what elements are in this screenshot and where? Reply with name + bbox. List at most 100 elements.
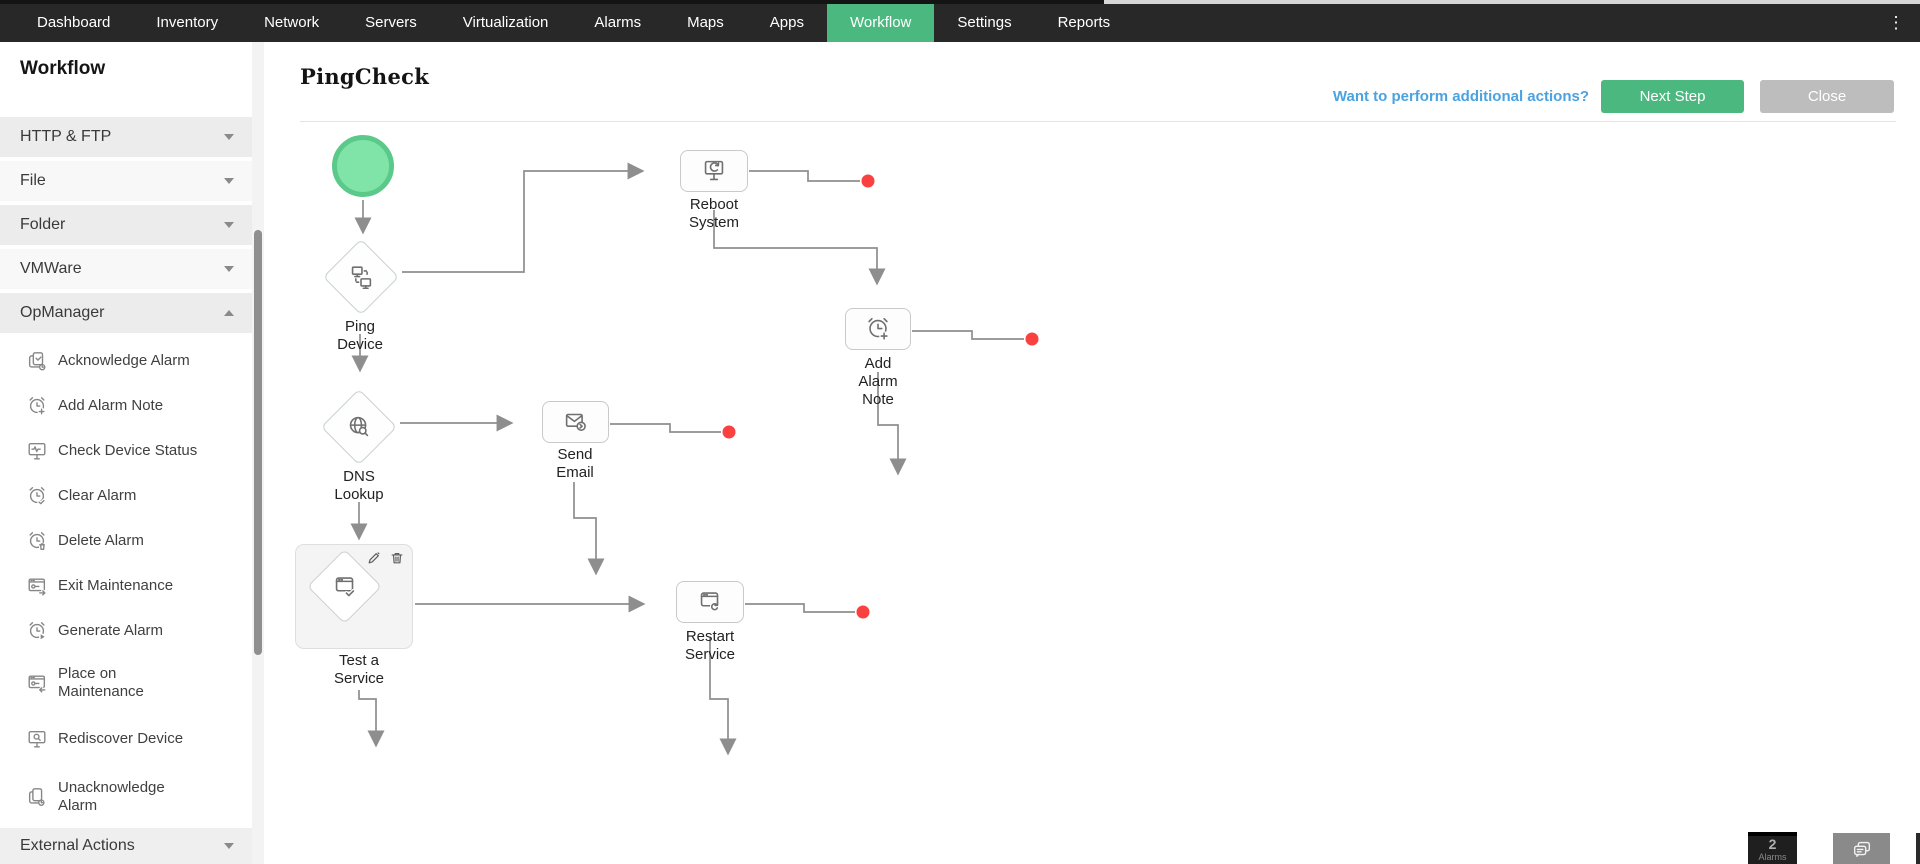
node-label-reboot-system: Reboot System xyxy=(688,196,739,231)
node-label-restart-service: Restart Service xyxy=(684,628,736,663)
alarm-count-widget[interactable]: 2 Alarms xyxy=(1748,832,1797,864)
send-email-icon xyxy=(561,407,591,437)
sidebar-item-label: Acknowledge Alarm xyxy=(58,351,190,369)
sidebar-title: Workflow xyxy=(20,58,106,79)
restart-service-icon xyxy=(695,587,725,617)
generate-alarm-icon xyxy=(26,620,48,642)
additional-actions-link[interactable]: Want to perform additional actions? xyxy=(1332,88,1589,105)
place-on-maintenance-icon xyxy=(26,672,48,694)
workflow-name-title: PingCheck xyxy=(300,64,430,89)
nav-tab-workflow[interactable]: Workflow xyxy=(826,4,935,42)
endpoint-dot[interactable] xyxy=(856,605,870,619)
node-reboot-system[interactable] xyxy=(680,150,748,192)
sidebar-category-external-actions[interactable]: External Actions xyxy=(0,828,252,864)
unacknowledge-alarm-icon xyxy=(26,786,48,808)
sidebar-category-http-ftp[interactable]: HTTP & FTP xyxy=(0,117,252,157)
sidebar-item-add-alarm-note[interactable]: Add Alarm Note xyxy=(0,383,252,428)
sidebar-item-acknowledge-alarm[interactable]: Acknowledge Alarm xyxy=(0,338,252,383)
sidebar-category-vmware[interactable]: VMWare xyxy=(0,249,252,289)
node-tools xyxy=(367,551,404,565)
node-test-a-service-selected[interactable] xyxy=(295,544,413,649)
sidebar-item-label: Generate Alarm xyxy=(58,621,164,639)
nav-tab-servers[interactable]: Servers xyxy=(365,14,417,31)
sidebar-item-unacknowledge-alarm[interactable]: Unacknowledge Alarm xyxy=(0,765,252,828)
node-label-test-a-service: Test a Service xyxy=(333,652,385,687)
nav-tab-maps[interactable]: Maps xyxy=(687,14,724,31)
add-alarm-note-icon xyxy=(26,395,48,417)
connector-sendemail-down xyxy=(573,482,605,576)
acknowledge-alarm-icon xyxy=(26,350,48,372)
workflow-canvas[interactable]: PingCheck Want to perform additional act… xyxy=(264,42,1920,864)
sidebar-item-label: Place on Maintenance xyxy=(58,664,144,700)
category-label: Folder xyxy=(20,216,66,233)
check-device-status-icon xyxy=(26,440,48,462)
sidebar-scrollbar-thumb[interactable] xyxy=(254,230,262,655)
alarm-count-caption: Alarms xyxy=(1758,852,1787,862)
sidebar-item-label: Clear Alarm xyxy=(58,486,137,504)
nav-tab-dashboard[interactable]: Dashboard xyxy=(37,14,111,31)
sidebar-item-check-device-status[interactable]: Check Device Status xyxy=(0,428,252,473)
nav-tab-apps[interactable]: Apps xyxy=(769,14,804,31)
edit-pencil-icon[interactable] xyxy=(367,551,381,565)
nav-tab-inventory[interactable]: Inventory xyxy=(156,14,219,31)
sidebar-item-clear-alarm[interactable]: Clear Alarm xyxy=(0,473,252,518)
nav-tab-network[interactable]: Network xyxy=(264,14,320,31)
node-start[interactable] xyxy=(332,135,394,197)
node-label-ping-device: Ping Device xyxy=(337,318,383,353)
nav-tab-reports[interactable]: Reports xyxy=(1057,14,1111,31)
kebab-menu-icon[interactable]: ⋮ xyxy=(1887,13,1905,32)
connector-ping-to-reboot xyxy=(402,162,645,273)
node-label-add-alarm-note: Add Alarm Note xyxy=(858,355,898,408)
sidebar-item-label: Check Device Status xyxy=(58,441,198,459)
category-label: File xyxy=(20,172,46,189)
viewport-edge-sliver xyxy=(1916,833,1920,864)
sidebar-item-delete-alarm[interactable]: Delete Alarm xyxy=(0,518,252,563)
top-navigation: Dashboard Inventory Network Servers Virt… xyxy=(0,4,1920,42)
sidebar-item-label: Delete Alarm xyxy=(58,531,144,549)
chevron-down-icon xyxy=(224,178,234,184)
node-restart-service[interactable] xyxy=(676,581,744,623)
node-add-alarm-note[interactable] xyxy=(845,308,911,350)
connector-restart-endpoint xyxy=(745,603,855,613)
close-button[interactable]: Close xyxy=(1760,80,1894,113)
endpoint-dot[interactable] xyxy=(861,174,875,188)
chevron-down-icon xyxy=(224,134,234,140)
delete-trash-icon[interactable] xyxy=(390,551,404,565)
sidebar-item-exit-maintenance[interactable]: Exit Maintenance xyxy=(0,563,252,608)
sidebar-scrollbar-track[interactable] xyxy=(252,42,264,864)
chevron-down-icon xyxy=(224,222,234,228)
category-label: VMWare xyxy=(20,260,82,277)
sidebar-category-folder[interactable]: Folder xyxy=(0,205,252,245)
chat-panel-widget[interactable] xyxy=(1833,833,1890,864)
next-step-button[interactable]: Next Step xyxy=(1601,80,1744,113)
nav-tab-alarms[interactable]: Alarms xyxy=(594,14,642,31)
node-send-email[interactable] xyxy=(542,401,609,443)
window-top-strip xyxy=(0,0,1920,4)
category-label: OpManager xyxy=(20,304,105,321)
test-service-icon xyxy=(330,572,360,602)
connector-sendemail-endpoint xyxy=(610,423,721,433)
alarm-count: 2 xyxy=(1768,836,1777,852)
chevron-down-icon xyxy=(224,843,234,849)
ping-device-icon xyxy=(346,262,376,292)
node-ping-device[interactable] xyxy=(322,238,400,316)
node-label-send-email: Send Email xyxy=(556,446,594,481)
endpoint-dot[interactable] xyxy=(1025,332,1039,346)
chevron-up-icon xyxy=(224,310,234,316)
chevron-down-icon xyxy=(224,266,234,272)
nav-tab-settings[interactable]: Settings xyxy=(957,14,1012,31)
nav-tab-virtualization[interactable]: Virtualization xyxy=(462,14,549,31)
endpoint-dot[interactable] xyxy=(722,425,736,439)
node-dns-lookup[interactable] xyxy=(320,388,398,466)
add-alarm-note-node-icon xyxy=(863,314,893,344)
sidebar-item-rediscover-device[interactable]: Rediscover Device xyxy=(0,712,252,765)
sidebar-category-file[interactable]: File xyxy=(0,161,252,201)
sidebar-item-label: Unacknowledge Alarm xyxy=(58,778,165,814)
connector-overlay xyxy=(350,162,1039,756)
workflow-sidebar: Workflow HTTP & FTP File Folder VMWare O… xyxy=(0,42,252,864)
sidebar-category-opmanager[interactable]: OpManager xyxy=(0,293,252,333)
canvas-header-actions: Want to perform additional actions? Next… xyxy=(1333,80,1894,113)
sidebar-item-generate-alarm[interactable]: Generate Alarm xyxy=(0,608,252,653)
sidebar-item-place-on-maintenance[interactable]: Place on Maintenance xyxy=(0,653,252,712)
